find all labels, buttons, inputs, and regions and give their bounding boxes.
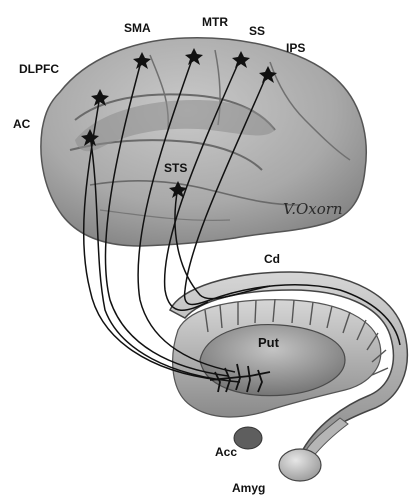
label-acc: Acc [215,446,237,458]
label-mtr: MTR [202,16,228,28]
label-ips: IPS [286,42,305,54]
label-ac: AC [13,118,30,130]
label-sts: STS [164,162,187,174]
label-cd: Cd [264,253,280,265]
accumbens [234,427,262,449]
label-sma: SMA [124,22,151,34]
amygdala [279,449,321,481]
label-amyg: Amyg [232,482,265,494]
label-ss: SS [249,25,265,37]
artist-signature: V.Oxorn [283,200,343,218]
label-dlpfc: DLPFC [19,63,59,75]
label-put: Put [258,336,279,349]
